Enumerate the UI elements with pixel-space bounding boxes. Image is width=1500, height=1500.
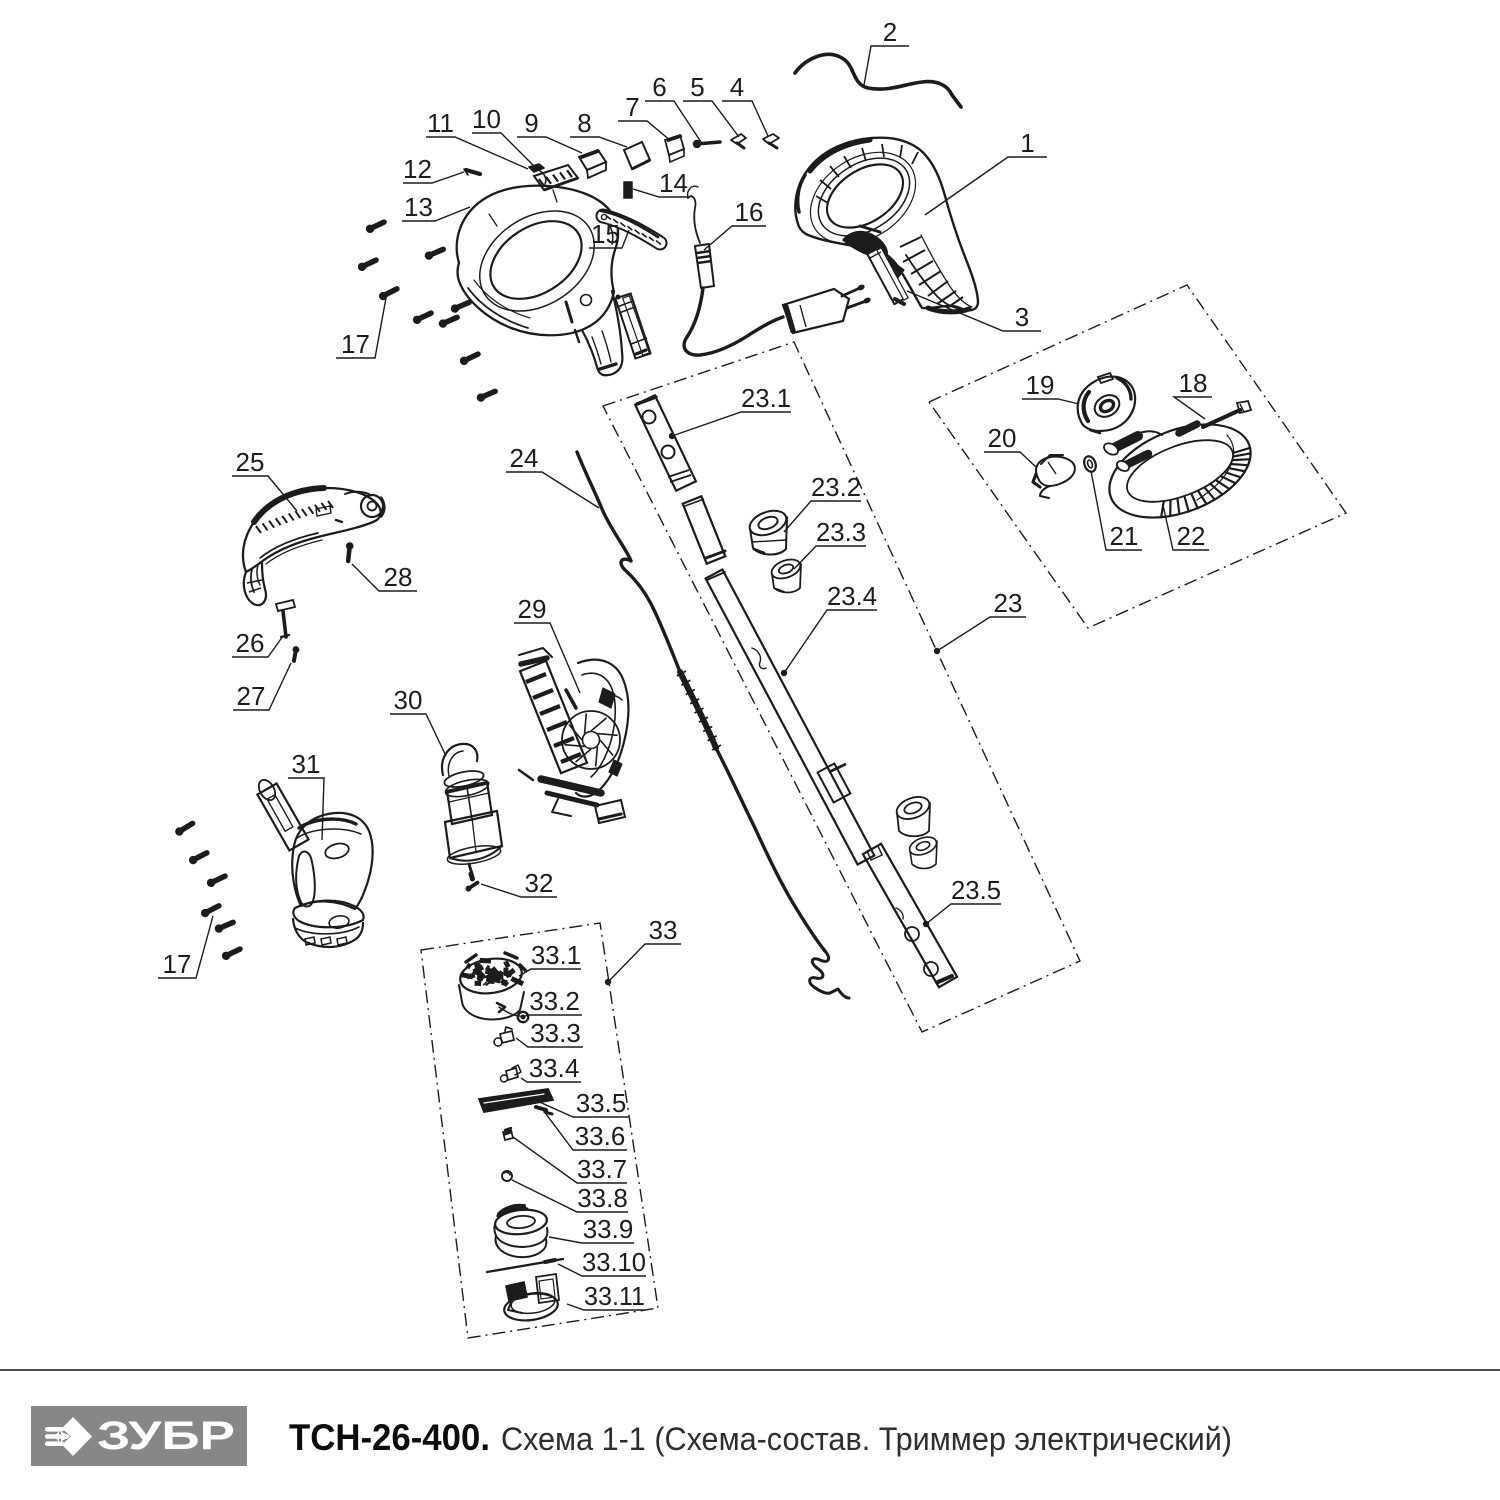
svg-text:13: 13	[404, 192, 433, 222]
svg-text:31: 31	[292, 749, 321, 779]
svg-text:20: 20	[988, 423, 1017, 453]
svg-text:25: 25	[236, 447, 265, 477]
svg-text:5: 5	[690, 72, 704, 102]
svg-text:23.4: 23.4	[827, 581, 877, 611]
svg-text:6: 6	[652, 72, 666, 102]
svg-text:23.5: 23.5	[951, 875, 1001, 905]
svg-text:16: 16	[735, 197, 764, 227]
svg-text:Схема 1-1 (Схема-состав. Тримм: Схема 1-1 (Схема-состав. Триммер электри…	[501, 1421, 1232, 1457]
svg-text:28: 28	[384, 562, 413, 592]
svg-text:33.5: 33.5	[576, 1088, 627, 1118]
svg-text:32: 32	[525, 868, 554, 898]
svg-text:18: 18	[1179, 368, 1208, 398]
svg-text:10: 10	[472, 104, 501, 134]
svg-text:33.2: 33.2	[529, 986, 580, 1016]
svg-text:19: 19	[1026, 370, 1055, 400]
svg-text:17: 17	[341, 329, 370, 359]
svg-text:29: 29	[518, 594, 547, 624]
svg-text:7: 7	[625, 92, 639, 122]
svg-text:23.1: 23.1	[741, 383, 791, 413]
svg-text:33: 33	[649, 915, 678, 945]
svg-text:8: 8	[577, 108, 591, 138]
svg-text:33.8: 33.8	[577, 1183, 628, 1213]
svg-text:33.7: 33.7	[577, 1154, 627, 1184]
svg-text:33.9: 33.9	[583, 1214, 634, 1244]
svg-text:33.11: 33.11	[584, 1281, 645, 1311]
svg-text:33.10: 33.10	[582, 1247, 646, 1277]
svg-text:33.1: 33.1	[531, 940, 581, 970]
svg-text:23.3: 23.3	[816, 517, 866, 547]
svg-text:ЗУБР: ЗУБР	[97, 1414, 235, 1458]
svg-text:30: 30	[394, 685, 423, 715]
svg-text:21: 21	[1110, 521, 1139, 551]
svg-text:27: 27	[237, 681, 266, 711]
svg-text:15: 15	[591, 219, 620, 249]
svg-text:23: 23	[994, 588, 1023, 618]
svg-text:33.4: 33.4	[529, 1053, 580, 1083]
svg-text:11: 11	[427, 108, 454, 138]
svg-text:24: 24	[510, 443, 539, 473]
svg-text:4: 4	[730, 72, 744, 102]
svg-text:ТСН-26-400.: ТСН-26-400.	[289, 1417, 490, 1458]
svg-text:23.2: 23.2	[811, 472, 861, 502]
svg-text:14: 14	[659, 168, 688, 198]
svg-text:9: 9	[524, 108, 538, 138]
svg-text:26: 26	[236, 628, 265, 658]
svg-text:1: 1	[1020, 128, 1034, 158]
svg-text:2: 2	[883, 17, 897, 47]
svg-text:33.3: 33.3	[530, 1018, 581, 1048]
svg-text:3: 3	[1015, 302, 1029, 332]
svg-text:12: 12	[403, 154, 432, 184]
svg-text:22: 22	[1177, 521, 1206, 551]
svg-text:17: 17	[163, 949, 192, 979]
svg-text:33.6: 33.6	[575, 1121, 626, 1151]
